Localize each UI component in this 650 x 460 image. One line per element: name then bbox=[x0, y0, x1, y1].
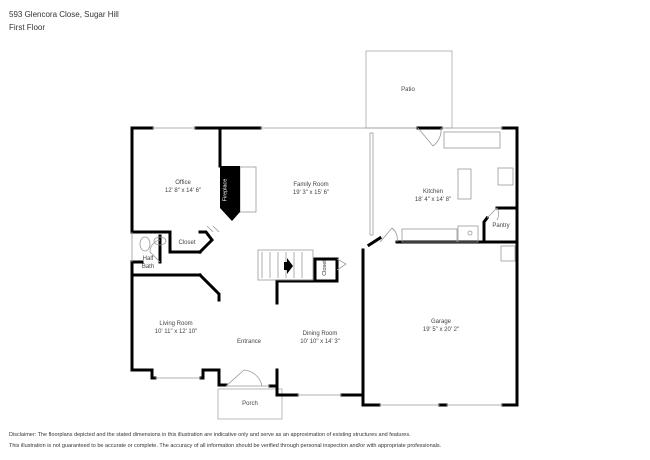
room-dims: 10' 10" x 14' 3" bbox=[300, 339, 340, 345]
floor-title: First Floor bbox=[9, 23, 45, 32]
fireplace-shape bbox=[220, 166, 240, 221]
room-dining: Dining Room 10' 10" x 14' 3" bbox=[300, 330, 340, 346]
room-name: Pantry bbox=[492, 223, 510, 229]
room-patio: Patio bbox=[401, 86, 415, 94]
room-name: Garage bbox=[430, 319, 451, 325]
porch-outline bbox=[217, 388, 283, 420]
disclaimer-line-1: Disclaimer: The floorplans depicted and … bbox=[9, 432, 411, 438]
room-name: Living Room bbox=[159, 321, 193, 327]
room-name: Entrance bbox=[236, 339, 262, 345]
room-dims: 19' 3" x 15' 6" bbox=[292, 190, 330, 196]
room-fireplace: Fireplace bbox=[222, 178, 229, 202]
room-closet-stairs: Closet bbox=[321, 260, 328, 276]
room-dims: 18' 4" x 14' 8" bbox=[414, 197, 452, 203]
room-living: Living Room 10' 11" x 12' 10" bbox=[155, 320, 197, 336]
room-garage: Garage 19' 5" x 20' 2" bbox=[423, 318, 459, 334]
room-family: Family Room 19' 3" x 15' 6" bbox=[293, 181, 329, 197]
room-name-line2: Bath bbox=[141, 264, 155, 270]
room-half-bath: Half Bath bbox=[142, 255, 154, 271]
room-name: Office bbox=[175, 180, 191, 186]
room-name-line1: Half bbox=[142, 256, 154, 262]
room-name: Porch bbox=[242, 401, 258, 407]
room-office: Office 12' 8" x 14' 6" bbox=[165, 179, 201, 195]
room-closet-office: Closet bbox=[178, 239, 195, 247]
stair-arrow-icon bbox=[284, 258, 293, 274]
room-name: Closet bbox=[178, 240, 196, 246]
room-porch: Porch bbox=[242, 400, 258, 408]
room-name: Patio bbox=[401, 87, 415, 93]
room-name: Dining Room bbox=[302, 331, 338, 337]
room-dims: 19' 5" x 20' 2" bbox=[422, 327, 460, 333]
room-pantry: Pantry bbox=[492, 222, 509, 230]
room-name: Kitchen bbox=[422, 189, 443, 195]
room-dims: 10' 11" x 12' 10" bbox=[154, 329, 198, 335]
disclaimer-line-2: This illustration is not guaranteed to b… bbox=[9, 443, 442, 449]
room-kitchen: Kitchen 18' 4" x 14' 8" bbox=[415, 188, 451, 204]
room-dims: 12' 8" x 14' 6" bbox=[164, 188, 202, 194]
address-title: 593 Glencora Close, Sugar Hill bbox=[9, 10, 119, 19]
room-name: Family Room bbox=[293, 182, 329, 188]
room-entrance: Entrance bbox=[237, 338, 261, 346]
